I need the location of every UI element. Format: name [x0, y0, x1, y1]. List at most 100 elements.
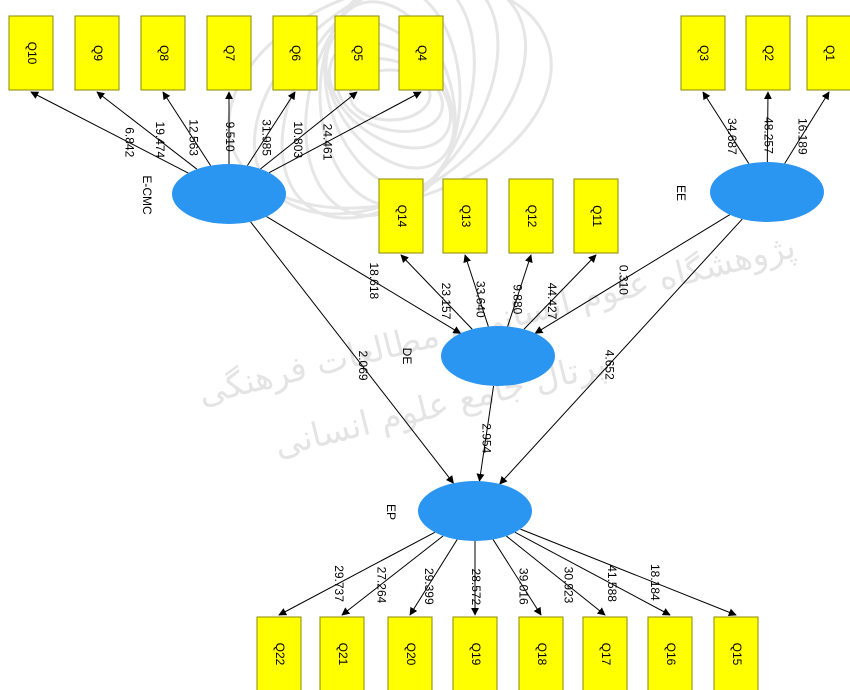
indicator-label: Q16 — [664, 643, 678, 666]
indicator-label: Q3 — [697, 45, 711, 61]
loading-value-q14: 23.157 — [439, 283, 453, 320]
path-coefficient-ecmc-de: 18.618 — [367, 262, 381, 299]
indicator-label: Q4 — [415, 45, 429, 61]
indicator-q22[interactable]: Q22 — [256, 616, 302, 690]
path-coefficient-de-ep: 2.954 — [480, 423, 494, 453]
loading-arrow-q6 — [246, 91, 296, 166]
indicator-label: Q1 — [823, 45, 837, 61]
loading-arrow-q9 — [96, 91, 198, 170]
construct-label: EE — [674, 185, 688, 201]
indicator-q12[interactable]: Q12 — [508, 178, 554, 254]
indicator-q1[interactable]: Q1 — [806, 15, 850, 91]
indicator-q2[interactable]: Q2 — [745, 15, 791, 91]
loading-arrow-q3 — [702, 91, 750, 164]
loading-value-q16: 41.588 — [605, 565, 619, 602]
indicator-label: Q20 — [404, 643, 418, 666]
loading-value-q21: 27.264 — [374, 567, 388, 604]
loading-value-q18: 39.016 — [517, 568, 531, 605]
construct-de[interactable]: DE — [400, 326, 555, 386]
construct-ep[interactable]: EP — [384, 481, 532, 541]
loading-arrow-q15 — [520, 528, 737, 617]
indicator-label: Q21 — [336, 643, 350, 666]
loading-arrow-q13 — [463, 254, 489, 327]
loading-arrow-q1 — [784, 91, 830, 164]
loading-arrow-q8 — [162, 91, 212, 166]
loading-value-q1: 16.189 — [795, 118, 809, 155]
path-arrow-ecmc-de — [266, 216, 462, 334]
loading-value-q22: 29.737 — [332, 565, 346, 602]
indicator-q3[interactable]: Q3 — [680, 15, 726, 91]
indicator-q21[interactable]: Q21 — [319, 616, 365, 690]
construct-label: EP — [384, 504, 398, 520]
indicator-label: Q15 — [730, 643, 744, 666]
indicator-label: Q8 — [157, 45, 171, 61]
loading-value-q4: 24.461 — [321, 124, 335, 161]
indicator-q13[interactable]: Q13 — [442, 178, 488, 254]
loading-arrow-q12 — [507, 254, 533, 327]
indicator-label: Q22 — [273, 643, 287, 666]
indicator-q20[interactable]: Q20 — [387, 616, 433, 690]
loading-value-q13: 33.640 — [473, 281, 487, 318]
loading-arrow-q20 — [409, 539, 458, 616]
indicator-q16[interactable]: Q16 — [647, 616, 693, 690]
path-coefficient-ee-ep: 4.652 — [603, 350, 617, 380]
loading-arrow-q10 — [30, 91, 189, 174]
loading-value-q11: 44.427 — [545, 283, 559, 320]
indicator-label: Q19 — [469, 643, 483, 666]
indicator-q17[interactable]: Q17 — [582, 616, 628, 690]
loading-arrow-q22 — [278, 531, 436, 616]
indicator-q18[interactable]: Q18 — [518, 616, 564, 690]
loading-value-q10: 6.842 — [122, 127, 136, 157]
path-arrow-ee-de — [534, 214, 731, 334]
construct-ee[interactable]: EE — [674, 162, 824, 222]
indicator-q7[interactable]: Q7 — [206, 15, 252, 91]
indicator-q9[interactable]: Q9 — [74, 15, 120, 91]
path-coefficient-ee-de: 0.310 — [617, 265, 631, 295]
loading-arrow-q4 — [268, 91, 422, 174]
construct-label: E-CMC — [140, 175, 154, 215]
loading-value-q17: 30.923 — [561, 567, 575, 604]
indicator-label: Q9 — [91, 45, 105, 61]
indicator-label: Q7 — [223, 45, 237, 61]
indicator-q19[interactable]: Q19 — [452, 616, 498, 690]
path-arrow-de-ep — [476, 385, 495, 482]
loading-value-q3: 34.687 — [725, 118, 739, 155]
loading-arrow-q17 — [506, 535, 606, 616]
loading-value-q9: 19.474 — [153, 122, 167, 159]
construct-ecmc[interactable]: E-CMC — [140, 164, 286, 224]
loading-arrow-q16 — [514, 531, 671, 616]
loading-value-q20: 29.399 — [422, 568, 436, 605]
loading-value-q8: 12.563 — [186, 119, 200, 156]
loading-arrow-q2 — [763, 91, 772, 163]
loading-value-q7: 9.510 — [223, 122, 237, 152]
loading-arrow-q5 — [260, 91, 358, 170]
loading-arrow-q11 — [523, 254, 597, 330]
path-coefficient-ecmc-ep: 2.069 — [356, 351, 370, 381]
loading-arrow-q14 — [400, 254, 473, 330]
indicator-q11[interactable]: Q11 — [573, 178, 619, 254]
path-arrow-ee-ep — [499, 218, 743, 485]
loading-arrow-q21 — [341, 535, 444, 616]
indicator-label: Q5 — [351, 45, 365, 61]
indicator-q14[interactable]: Q14 — [378, 178, 424, 254]
loading-value-q5: 10.803 — [291, 121, 305, 158]
loading-value-q19: 28.572 — [469, 569, 483, 606]
indicator-label: Q2 — [762, 45, 776, 61]
indicator-q8[interactable]: Q8 — [140, 15, 186, 91]
indicator-q10[interactable]: Q10 — [8, 15, 54, 91]
indicator-label: Q14 — [395, 205, 409, 228]
indicator-q4[interactable]: Q4 — [398, 15, 444, 91]
indicator-q5[interactable]: Q5 — [334, 15, 380, 91]
indicator-label: Q18 — [535, 643, 549, 666]
loading-value-q15: 18.184 — [648, 564, 662, 601]
indicator-q15[interactable]: Q15 — [713, 616, 759, 690]
indicator-label: Q12 — [525, 205, 539, 228]
indicator-label: Q6 — [289, 45, 303, 61]
loading-value-q2: 48.257 — [761, 117, 775, 154]
loading-arrow-q18 — [492, 539, 542, 616]
path-arrow-ecmc-ep — [250, 221, 454, 484]
loading-value-q12: 9.880 — [510, 284, 524, 314]
indicator-q6[interactable]: Q6 — [272, 15, 318, 91]
loading-value-q6: 31.985 — [259, 119, 273, 156]
